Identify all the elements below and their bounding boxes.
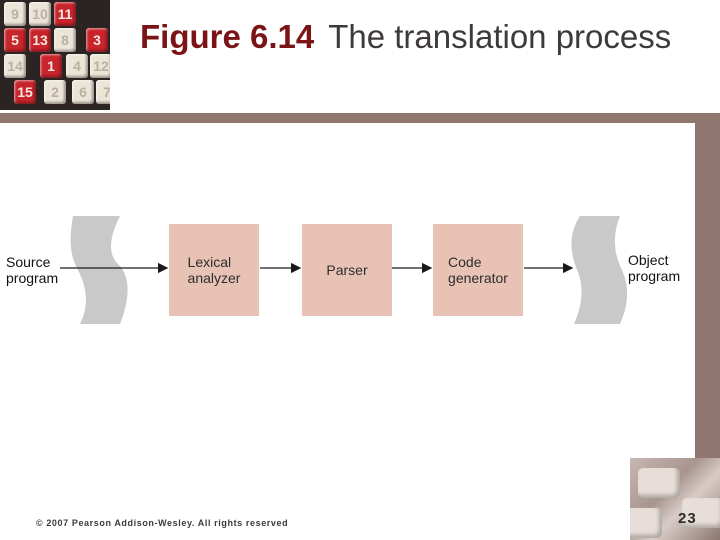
logo-tile: 15 [14,80,36,104]
logo-tile: 3 [86,28,108,52]
logo-tile: 9 [4,2,26,26]
logo-tile: 1 [40,54,62,78]
logo-tile: 13 [29,28,51,52]
keyboard-key-shape [630,508,662,538]
copyright-footer: © 2007 Pearson Addison-Wesley. All right… [36,518,288,528]
logo-tile: 7 [96,80,110,104]
logo-tile: 2 [44,80,66,104]
object-document-shape [572,216,628,324]
top-border-band [0,113,695,123]
keyboard-key-shape [638,468,680,498]
logo-tile: 11 [54,2,76,26]
logo-tile: 10 [29,2,51,26]
slide-title: Figure 6.14 The translation process [140,18,700,56]
logo-tile: 5 [4,28,26,52]
keyboard-photo-decoration [630,458,720,540]
lexical-analyzer-box: Lexical analyzer [169,224,259,316]
translation-process-diagram: Source program Lexical analyzer Parser C… [0,200,700,340]
page-number: 23 [678,510,697,527]
source-document-shape [71,216,128,324]
code-generator-box: Code generator [433,224,523,316]
puzzle-logo: 9 10 11 5 13 8 3 14 1 4 12 15 2 6 7 [0,0,110,110]
logo-tile: 12 [90,54,110,78]
parser-box: Parser [302,224,392,316]
logo-tile: 4 [66,54,88,78]
figure-number: Figure 6.14 [140,18,314,55]
logo-tile: 14 [4,54,26,78]
figure-caption: The translation process [328,18,671,55]
object-program-label: Object program [628,252,680,284]
lexical-analyzer-label: Lexical analyzer [188,254,241,286]
code-generator-label: Code generator [448,254,508,286]
logo-tile: 6 [72,80,94,104]
source-program-label: Source program [6,254,58,286]
parser-label: Parser [326,262,367,278]
logo-tile: 8 [54,28,76,52]
